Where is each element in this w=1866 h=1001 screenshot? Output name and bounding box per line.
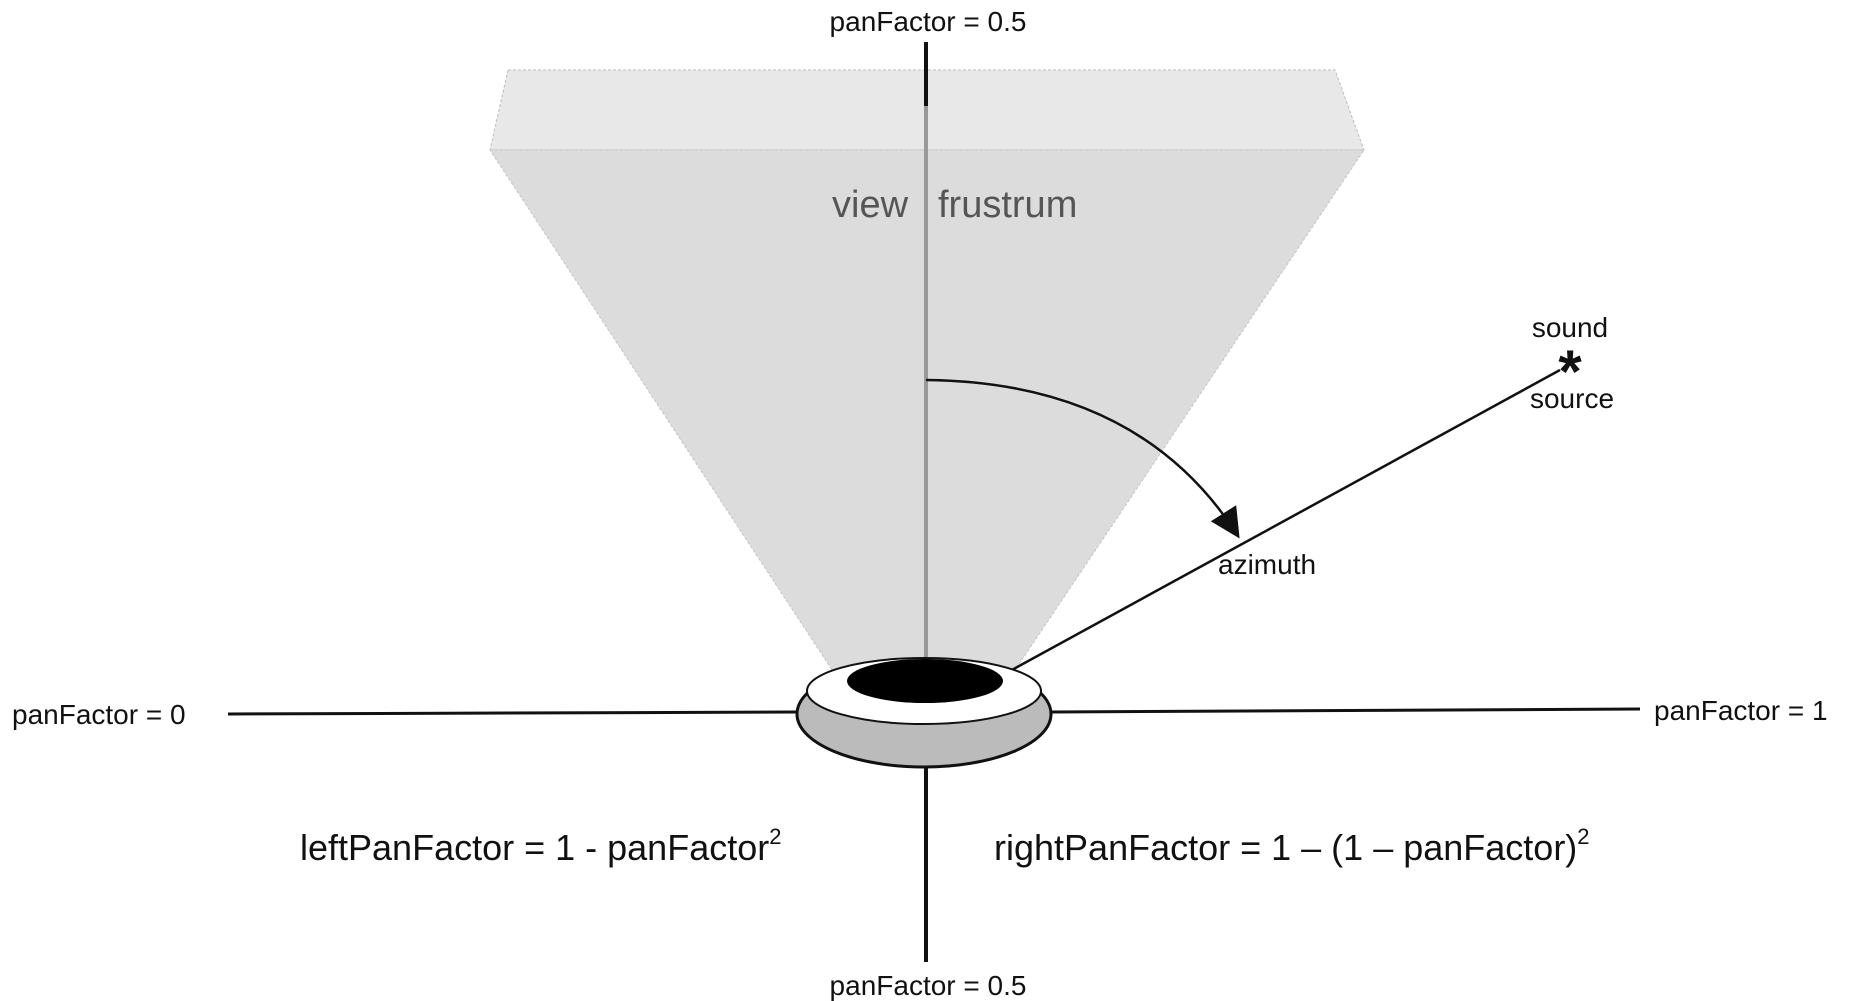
azimuth-label: azimuth [1218, 549, 1316, 580]
left-formula-exponent: 2 [769, 824, 781, 849]
sound-source-star-icon: * [1558, 338, 1582, 405]
left-formula-base: leftPanFactor = 1 - panFactor [300, 827, 769, 868]
right-pan-label: panFactor = 1 [1654, 695, 1828, 726]
view-label: view [832, 184, 909, 226]
frustrum-label: frustrum [938, 184, 1077, 226]
listener-head [847, 659, 1003, 703]
left-pan-label: panFactor = 0 [12, 699, 186, 730]
right-formula-exponent: 2 [1577, 824, 1589, 849]
top-pan-label: panFactor = 0.5 [830, 6, 1027, 37]
sound-label: sound [1532, 312, 1608, 343]
source-label: source [1530, 383, 1614, 414]
left-axis-line [227, 710, 799, 716]
azimuth-arc [925, 378, 1240, 539]
right-axis-line [1051, 707, 1641, 714]
right-pan-formula: rightPanFactor = 1 – (1 – panFactor)2 [994, 824, 1590, 868]
bottom-pan-label: panFactor = 0.5 [830, 970, 1027, 1001]
left-pan-formula: leftPanFactor = 1 - panFactor2 [300, 824, 781, 868]
right-formula-base: rightPanFactor = 1 – (1 – panFactor) [994, 827, 1577, 868]
sound-direction-line [1009, 368, 1561, 673]
